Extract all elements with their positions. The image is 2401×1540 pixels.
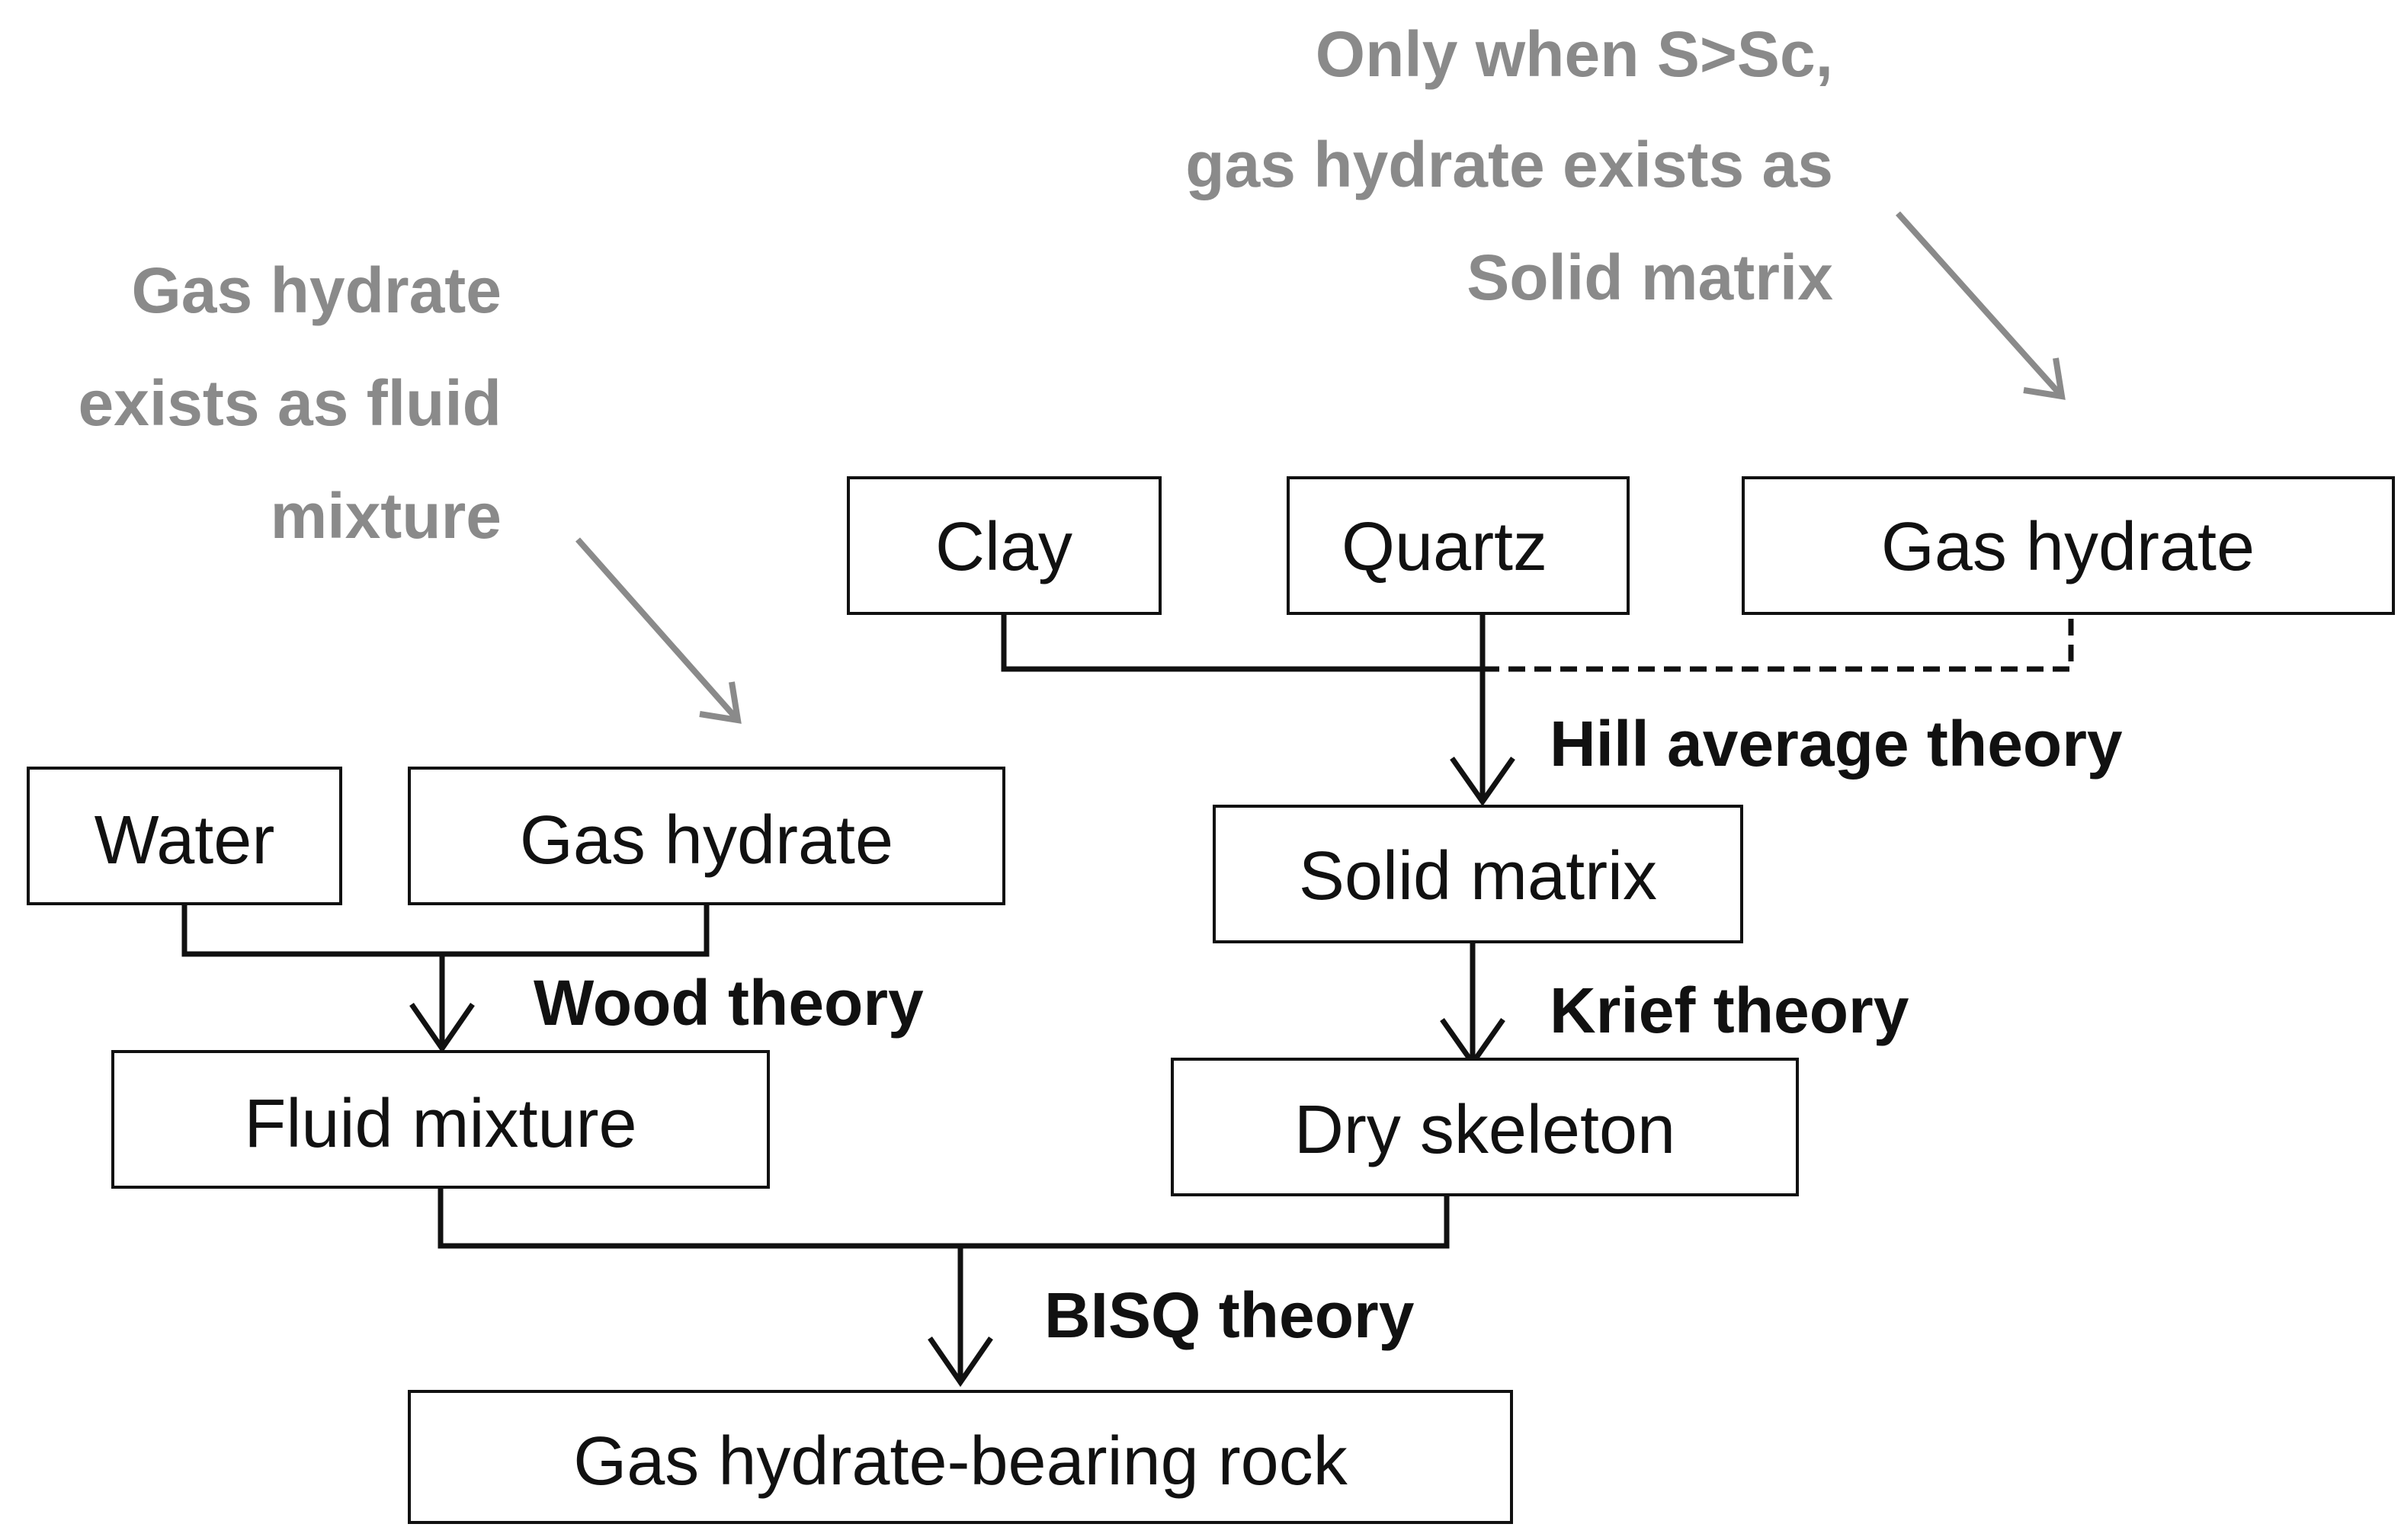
gas-hydrate-solid-label: Gas hydrate: [1881, 509, 2255, 585]
solid-matrix-label: Solid matrix: [1299, 838, 1657, 914]
krief-theory-label: Krief theory: [1550, 975, 1909, 1046]
quartz-label: Quartz: [1342, 509, 1547, 585]
fluid-note-line-1: Gas hydrate: [131, 255, 502, 326]
mixture-skeleton-connector: [438, 1187, 1450, 1249]
fluid-note-arrow-icon: [575, 537, 742, 724]
solid-matrix-box: Solid matrix: [1213, 805, 1743, 943]
dry-skeleton-box: Dry skeleton: [1171, 1058, 1799, 1196]
solid-note-line-2: gas hydrate exists as: [1185, 129, 1833, 200]
gas-hydrate-fluid-box: Gas hydrate: [408, 767, 1005, 905]
quartz-box: Quartz: [1287, 476, 1630, 615]
bisq-theory-label: BISQ theory: [1044, 1279, 1415, 1351]
rock-label: Gas hydrate-bearing rock: [573, 1423, 1348, 1500]
solid-note-line-1: Only when S>Sc,: [1316, 18, 1833, 90]
hill-arrow-icon: [1450, 756, 1515, 807]
water-gas-connector: [181, 904, 710, 957]
fluid-mixture-note: Gas hydrate exists as fluid mixture: [78, 255, 502, 552]
gas-hydrate-solid-box: Gas hydrate: [1742, 476, 2395, 615]
clay-box: Clay: [847, 476, 1162, 615]
wood-theory-label: Wood theory: [534, 967, 924, 1039]
fluid-note-line-2: exists as fluid: [78, 367, 502, 439]
water-label: Water: [95, 802, 275, 879]
gas-hydrate-fluid-label: Gas hydrate: [520, 802, 893, 879]
solid-note-arrow-icon: [1896, 211, 2066, 400]
fluid-mixture-box: Fluid mixture: [111, 1050, 770, 1189]
fluid-mixture-label: Fluid mixture: [244, 1086, 636, 1162]
fluid-note-line-3: mixture: [271, 480, 502, 552]
wood-arrow-icon: [409, 1003, 475, 1054]
water-box: Water: [27, 767, 342, 905]
solid-note-line-3: Solid matrix: [1467, 242, 1833, 313]
bisq-arrow-icon: [928, 1337, 993, 1388]
dry-skeleton-label: Dry skeleton: [1294, 1092, 1675, 1168]
rock-box: Gas hydrate-bearing rock: [408, 1390, 1513, 1524]
hill-theory-label: Hill average theory: [1550, 708, 2123, 780]
clay-label: Clay: [935, 509, 1072, 585]
gas-hydrate-dashed-connector: [1483, 613, 2074, 672]
clay-quartz-connector: [1001, 613, 1483, 672]
solid-matrix-note: Only when S>Sc, gas hydrate exists as So…: [1185, 18, 1833, 313]
